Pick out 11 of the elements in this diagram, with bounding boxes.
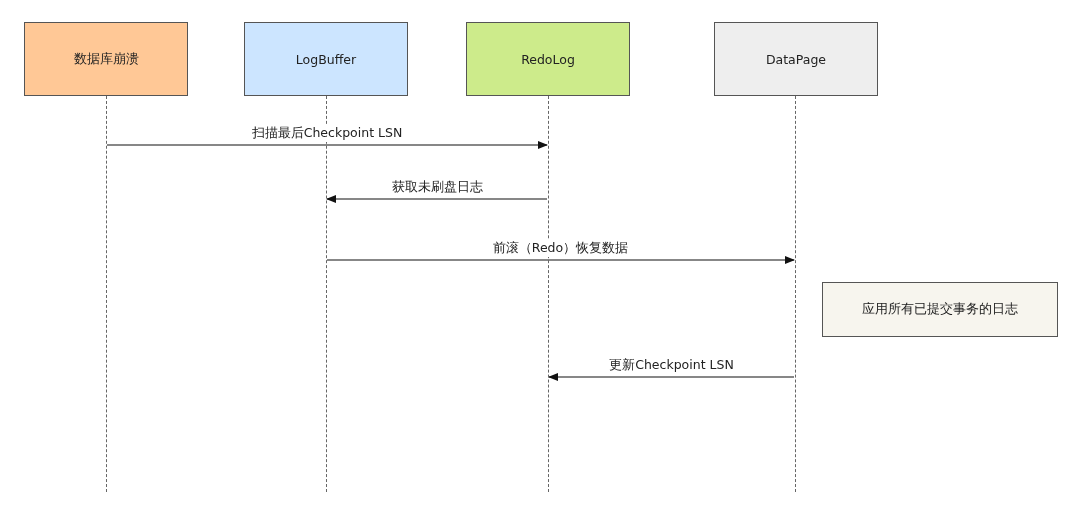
message-arrow [548, 373, 795, 381]
note-box: 应用所有已提交事务的日志 [822, 282, 1058, 337]
participant-box: LogBuffer [244, 22, 408, 96]
lifeline [106, 96, 107, 492]
participant-box: RedoLog [466, 22, 630, 96]
message-arrow [326, 195, 548, 203]
participant-box: DataPage [714, 22, 878, 96]
message-arrow [326, 256, 795, 264]
participant-box: 数据库崩溃 [24, 22, 188, 96]
lifeline [795, 96, 796, 492]
message-arrow [106, 141, 548, 149]
